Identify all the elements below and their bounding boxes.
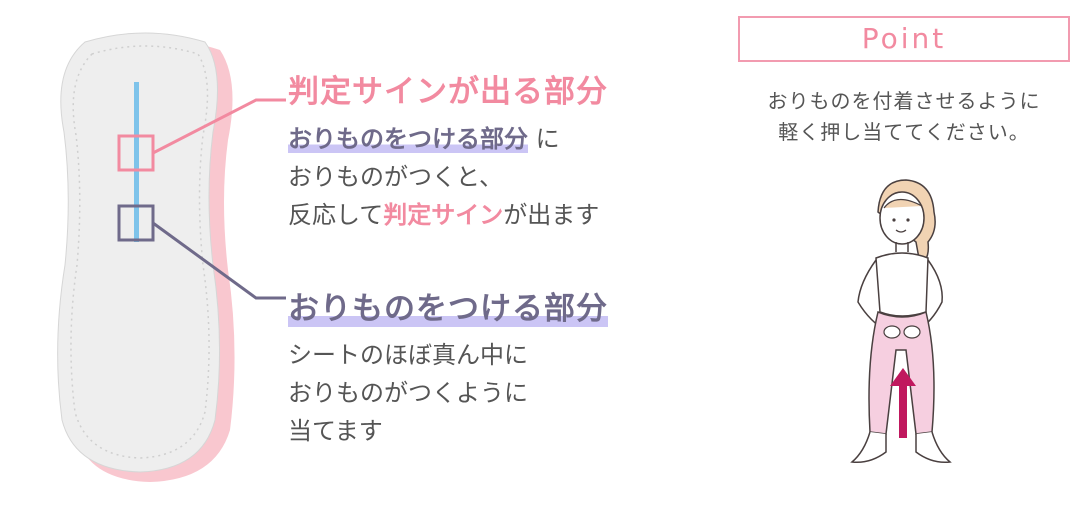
sign-heading: 判定サインが出る部分 — [288, 66, 608, 111]
sign-description-pre: 反応して — [288, 201, 383, 229]
contact-description-line2: おりものがつくように — [288, 374, 528, 412]
contact-heading: おりものをつける部分 — [288, 283, 608, 328]
sign-description-line1: おりものをつける部分 に — [288, 120, 599, 158]
sign-description: おりものをつける部分 に おりものがつくと、 反応して判定サインが出ます — [288, 120, 599, 234]
contact-term-highlight: おりものをつける部分 — [288, 125, 528, 153]
panty-liner-illustration — [30, 20, 290, 490]
contact-description-line3: 当てます — [288, 412, 528, 450]
sign-term-inline: 判定サイン — [383, 201, 503, 229]
sign-description-line3: 反応して判定サインが出ます — [288, 196, 599, 234]
point-line1: おりものを付着させるように — [738, 86, 1070, 117]
point-label: Point — [738, 16, 1070, 62]
point-line2: 軽く押し当ててください。 — [738, 117, 1070, 148]
torso — [876, 253, 928, 316]
point-instructions: おりものを付着させるように 軽く押し当ててください。 — [738, 86, 1070, 148]
sign-description-after: に — [528, 125, 560, 153]
contact-heading-text: おりものをつける部分 — [288, 291, 608, 327]
contact-description-line1: シートのほぼ真ん中に — [288, 336, 528, 374]
sign-indicator-line — [134, 82, 139, 242]
sign-description-post: が出ます — [503, 201, 599, 229]
woman-applying-illustration — [830, 172, 970, 472]
sign-description-line2: おりものがつくと、 — [288, 158, 599, 196]
contact-description: シートのほぼ真ん中に おりものがつくように 当てます — [288, 336, 528, 450]
